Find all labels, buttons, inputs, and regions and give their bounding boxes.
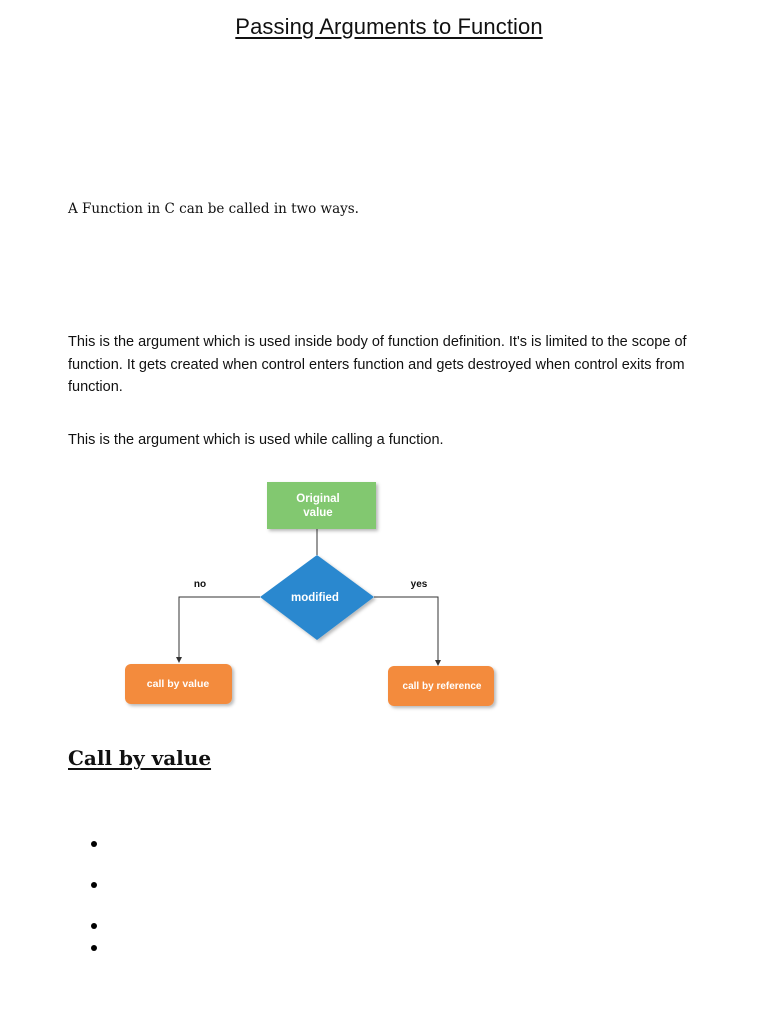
page-title: Passing Arguments to Function [235, 14, 543, 39]
connector-no-branch [176, 596, 260, 663]
call-method-flowchart: Original value modified no yes call by v… [125, 482, 494, 706]
connector-yes-branch [374, 596, 441, 666]
yes-branch-label: yes [411, 579, 428, 590]
bullet-point [91, 841, 97, 847]
call-by-reference-box [388, 666, 494, 706]
original-value-label-line2: value [303, 507, 332, 519]
modified-decision-label: modified [291, 592, 339, 604]
call-by-value-box [125, 664, 232, 704]
original-value-label-line1: Original [296, 493, 339, 505]
original-value-box [267, 482, 376, 529]
bullet-point [91, 945, 97, 951]
call-by-value-box-label: call by value [147, 678, 210, 690]
bullet-point [91, 923, 97, 929]
bullet-point [91, 882, 97, 888]
call-by-reference-box-label: call by reference [403, 681, 482, 692]
modified-decision-diamond [260, 555, 374, 640]
actual-argument-paragraph: This is the argument which is used while… [68, 432, 444, 448]
no-branch-label: no [194, 579, 206, 590]
call-by-value-heading: Call by value [68, 746, 212, 770]
intro-paragraph: A Function in C can be called in two way… [68, 201, 359, 217]
formal-argument-paragraph: This is the argument which is used insid… [68, 334, 687, 395]
